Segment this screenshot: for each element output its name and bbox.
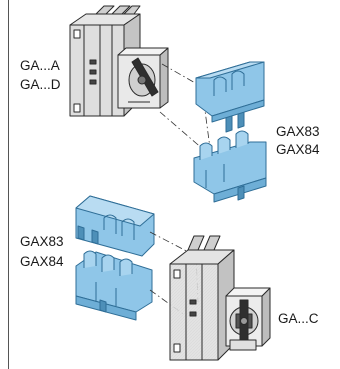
bottom-switch-disconnector (169, 235, 271, 361)
label-top-cover-gax83: GAX83 (276, 124, 320, 139)
top-switch-disconnector (69, 5, 169, 117)
label-bottom-cover-gax83: GAX83 (20, 234, 64, 249)
top-terminal-cover-lower (193, 130, 267, 203)
label-bottom-cover-gax84: GAX84 (20, 254, 64, 269)
bottom-terminal-cover-upper (75, 195, 155, 257)
label-top-cover-gax84: GAX84 (276, 142, 320, 157)
top-terminal-cover-upper (195, 61, 265, 133)
bottom-terminal-cover-lower (75, 250, 153, 321)
left-border-line (8, 0, 9, 369)
label-top-switch-d: GA...D (20, 77, 61, 92)
label-top-switch-a: GA...A (20, 58, 60, 73)
label-bottom-switch-c: GA...C (278, 311, 319, 326)
